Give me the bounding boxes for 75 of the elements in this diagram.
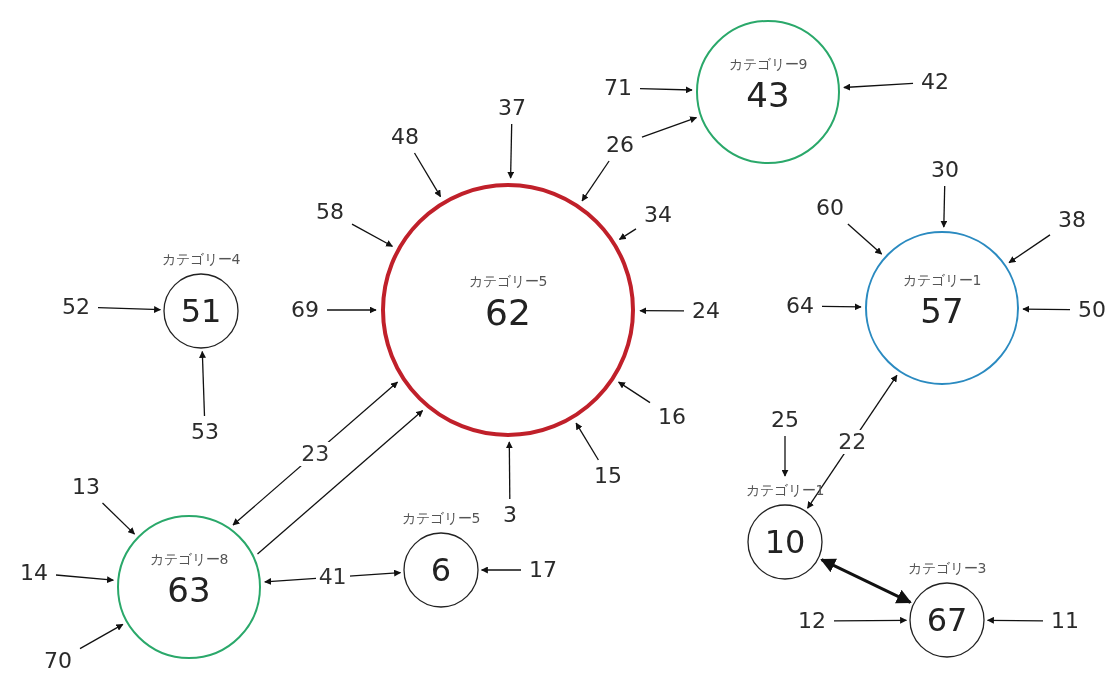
arrow bbox=[639, 307, 685, 315]
number-text: 11 bbox=[1051, 609, 1079, 633]
number-text: 71 bbox=[604, 76, 632, 100]
arrow bbox=[505, 441, 513, 500]
arrow bbox=[413, 152, 442, 198]
arrow bbox=[940, 185, 948, 228]
number-text: 3 bbox=[503, 503, 517, 527]
number-text: 69 bbox=[291, 298, 319, 322]
count-number: 43 bbox=[746, 76, 790, 114]
arrow bbox=[820, 558, 912, 604]
number-text: 34 bbox=[644, 203, 672, 227]
category-label: カテゴリー9 bbox=[728, 56, 808, 72]
number-text: 16 bbox=[658, 405, 686, 429]
arrow bbox=[843, 82, 914, 91]
arrow bbox=[986, 616, 1044, 624]
arrow bbox=[507, 123, 515, 179]
number-text: 52 bbox=[62, 295, 90, 319]
number-text: 60 bbox=[816, 196, 844, 220]
number-text: 58 bbox=[316, 200, 344, 224]
arrow bbox=[847, 223, 883, 255]
edge-label: 23 bbox=[298, 441, 333, 466]
category-label: カテゴリー3 bbox=[906, 560, 988, 576]
category-label: カテゴリー4 bbox=[160, 251, 242, 267]
number-text: 14 bbox=[20, 561, 48, 585]
number-text: 64 bbox=[786, 294, 814, 318]
count-number: 10 bbox=[763, 524, 807, 560]
number-text: 13 bbox=[72, 475, 100, 499]
category-label: カテゴリー5 bbox=[400, 510, 482, 526]
arrow bbox=[781, 435, 789, 477]
arrow bbox=[326, 306, 377, 314]
arrow bbox=[833, 616, 908, 624]
arrow bbox=[821, 303, 862, 311]
category-label: カテゴリー8 bbox=[149, 551, 229, 567]
arrow bbox=[256, 409, 424, 555]
number-text: 12 bbox=[798, 609, 826, 633]
count-number: 57 bbox=[920, 292, 964, 330]
category-label: カテゴリー1 bbox=[902, 272, 982, 288]
arrow bbox=[101, 502, 136, 535]
number-text: 38 bbox=[1058, 208, 1086, 232]
number-text: 42 bbox=[921, 70, 949, 94]
count-number: 67 bbox=[925, 602, 969, 638]
count-number: 6 bbox=[429, 552, 453, 588]
number-text: 24 bbox=[692, 299, 720, 323]
arrow bbox=[581, 160, 610, 202]
arrow bbox=[351, 223, 394, 247]
arrow bbox=[639, 86, 693, 94]
number-text: 70 bbox=[44, 649, 72, 673]
number-text: 15 bbox=[594, 464, 622, 488]
arrow bbox=[199, 350, 206, 417]
arrow bbox=[641, 116, 698, 138]
number-text: 26 bbox=[606, 133, 634, 157]
arrow bbox=[79, 623, 124, 650]
category-circle bbox=[865, 231, 1019, 385]
number-text: 25 bbox=[771, 408, 799, 432]
category-circle bbox=[381, 183, 635, 437]
number-text: 17 bbox=[529, 558, 557, 582]
number-text: 48 bbox=[391, 125, 419, 149]
arrow bbox=[1022, 305, 1071, 313]
category-label: カテゴリー5 bbox=[468, 273, 548, 289]
arrow bbox=[575, 422, 600, 461]
number-text: 53 bbox=[191, 420, 219, 444]
arrow bbox=[97, 306, 162, 313]
count-number: 63 bbox=[167, 571, 211, 609]
number-text: 30 bbox=[931, 158, 959, 182]
number-text: 37 bbox=[498, 96, 526, 120]
category-circle bbox=[696, 20, 840, 164]
arrow bbox=[618, 228, 637, 241]
arrow bbox=[480, 566, 522, 574]
number-text: 50 bbox=[1078, 298, 1106, 322]
category-circle bbox=[117, 515, 261, 659]
arrow bbox=[617, 381, 651, 404]
count-number: 51 bbox=[179, 293, 223, 329]
arrow bbox=[1008, 234, 1051, 264]
arrow bbox=[55, 574, 114, 584]
count-number: 62 bbox=[485, 293, 531, 333]
